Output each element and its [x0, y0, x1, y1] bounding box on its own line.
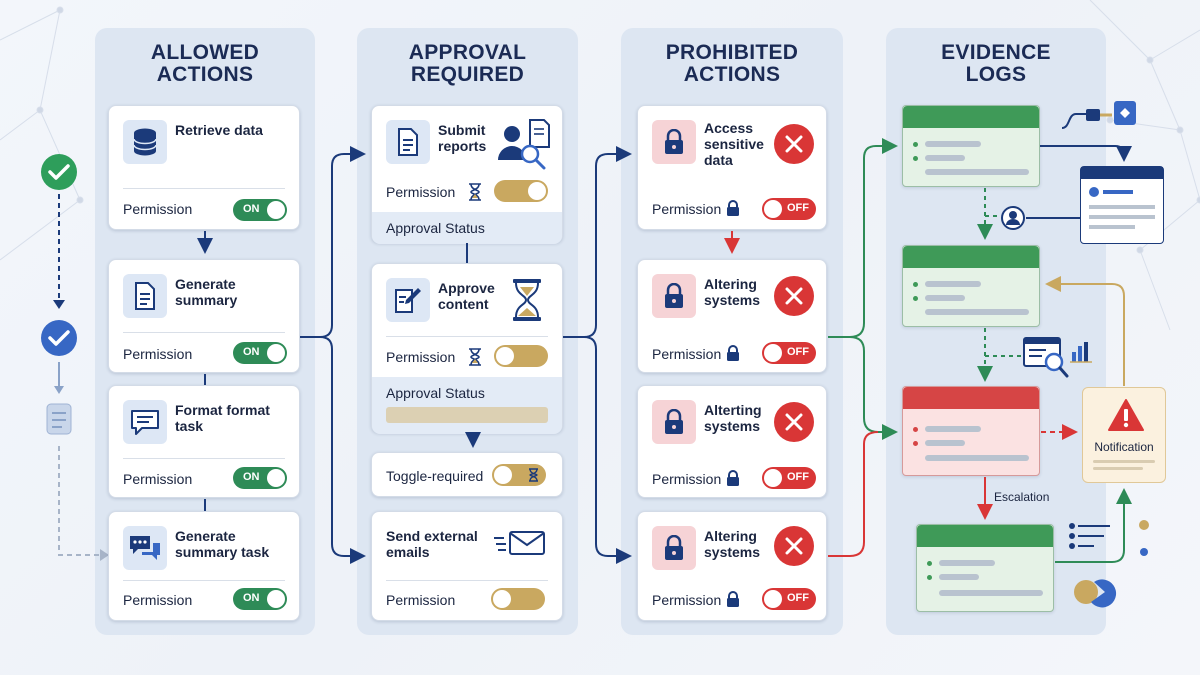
card-altering-systems[interactable]: Altering systems Permission OFF [637, 259, 827, 373]
approval-status-band: Approval Status [372, 377, 562, 434]
card-toggle-required[interactable]: Toggle-required [371, 452, 563, 497]
card-approve-content[interactable]: Approve content Permission Approval Stat… [371, 263, 563, 434]
card-title: Access sensitive data [704, 120, 764, 168]
permission-toggle[interactable]: OFF [762, 467, 816, 489]
check-blue-icon [41, 320, 77, 356]
log-window-4[interactable] [916, 524, 1054, 612]
log-window-alert[interactable] [902, 386, 1040, 476]
permission-label: Permission [123, 471, 193, 487]
lock-icon [652, 400, 696, 444]
browser-window-icon [1080, 166, 1164, 244]
card-generate-summary[interactable]: Generate summary Permission ON [108, 259, 300, 373]
card-title: Toggle-required [386, 468, 484, 484]
permission-label: Permission [386, 349, 456, 365]
card-title: Approve content [438, 280, 495, 312]
chat-bubble-icon [123, 400, 167, 444]
user-circle-icon [1001, 206, 1025, 230]
card-title: Send external emails [386, 528, 478, 560]
column-title: ALLOWED ACTIONS [150, 41, 260, 86]
permission-toggle[interactable] [491, 588, 545, 610]
document-icon [123, 274, 167, 318]
warning-icon [1108, 399, 1144, 431]
permission-label: Permission [386, 592, 456, 608]
card-alterting-systems[interactable]: Alterting systems Permission OFF [637, 385, 827, 498]
permission-label: Permission [123, 346, 193, 362]
permission-label: Permission [652, 201, 722, 217]
column-title: PROHIBITED ACTIONS [665, 41, 799, 86]
approval-status-label: Approval Status [386, 385, 485, 401]
card-access-sensitive-data[interactable]: Access sensitive data Permission OFF [637, 105, 827, 230]
card-generate-summary-task[interactable]: Generate summary task Permission ON [108, 511, 300, 621]
column-title: APPROVAL REQUIRED [408, 41, 527, 86]
card-send-external-emails[interactable]: Send external emails Permission [371, 511, 563, 621]
chat-bubbles-icon [123, 526, 167, 570]
card-title: Generate summary task [175, 528, 270, 560]
permission-toggle[interactable] [494, 345, 548, 367]
log-window-2[interactable] [902, 245, 1040, 327]
permission-toggle[interactable]: ON [233, 588, 287, 610]
permission-label: Permission [652, 471, 722, 487]
permission-label: Permission [386, 184, 456, 200]
document-icon [386, 120, 430, 164]
permission-toggle[interactable]: OFF [762, 342, 816, 364]
user-search-icon [498, 119, 550, 170]
lock-icon [652, 274, 696, 318]
hourglass-icon [469, 348, 481, 366]
email-icon [494, 531, 545, 555]
card-title: Format format task [175, 402, 270, 434]
lock-small-icon [727, 345, 739, 361]
permission-toggle[interactable]: OFF [762, 588, 816, 610]
card-title: Generate summary [175, 276, 238, 308]
permission-toggle[interactable] [492, 464, 546, 486]
hourglass-icon [469, 183, 481, 201]
permission-toggle[interactable]: ON [233, 467, 287, 489]
permission-label: Permission [652, 592, 722, 608]
permission-toggle[interactable]: ON [233, 199, 287, 221]
connector-plug-icon [1061, 101, 1136, 129]
card-title: Submit reports [438, 122, 487, 154]
lock-small-icon [727, 200, 739, 216]
card-retrieve-data[interactable]: Retrieve data Permission ON [108, 105, 300, 230]
card-format-task[interactable]: Format format task Permission ON [108, 385, 300, 498]
permission-toggle[interactable] [494, 180, 548, 202]
search-report-icon [1023, 337, 1092, 378]
card-title: Retrieve data [175, 122, 263, 138]
hourglass-large-icon [513, 279, 541, 321]
card-title: Alterting systems [704, 402, 762, 434]
analytics-icon [1069, 520, 1149, 608]
edit-icon [386, 278, 430, 322]
lock-icon [652, 120, 696, 164]
approval-status-band: Approval Status [372, 212, 562, 244]
flow-indicator [41, 154, 109, 561]
database-icon [123, 120, 167, 164]
column-title: EVIDENCE LOGS [941, 41, 1051, 86]
card-altering-systems-2[interactable]: Altering systems Permission OFF [637, 511, 827, 621]
check-green-icon [41, 154, 77, 190]
permission-label: Permission [123, 201, 193, 217]
notification-label: Notification [1094, 440, 1154, 454]
deny-x-icon [774, 526, 814, 566]
lock-small-icon [727, 470, 739, 486]
card-submit-reports[interactable]: Submit reports Permission Approval Statu… [371, 105, 563, 244]
permission-toggle[interactable]: OFF [762, 198, 816, 220]
permission-label: Permission [652, 346, 722, 362]
permission-toggle[interactable]: ON [233, 342, 287, 364]
lock-small-icon [727, 591, 739, 607]
hourglass-icon [529, 468, 538, 482]
notification-card[interactable]: Notification [1082, 387, 1166, 483]
lock-icon [652, 526, 696, 570]
approval-status-label: Approval Status [386, 220, 485, 236]
log-window-1[interactable] [902, 105, 1040, 187]
escalation-label: Escalation [994, 490, 1050, 504]
card-title: Altering systems [704, 276, 761, 308]
deny-x-icon [774, 276, 814, 316]
permission-label: Permission [123, 592, 193, 608]
card-title: Altering systems [704, 528, 761, 560]
deny-x-icon [774, 124, 814, 164]
deny-x-icon [774, 402, 814, 442]
approval-status-bar [386, 407, 548, 423]
